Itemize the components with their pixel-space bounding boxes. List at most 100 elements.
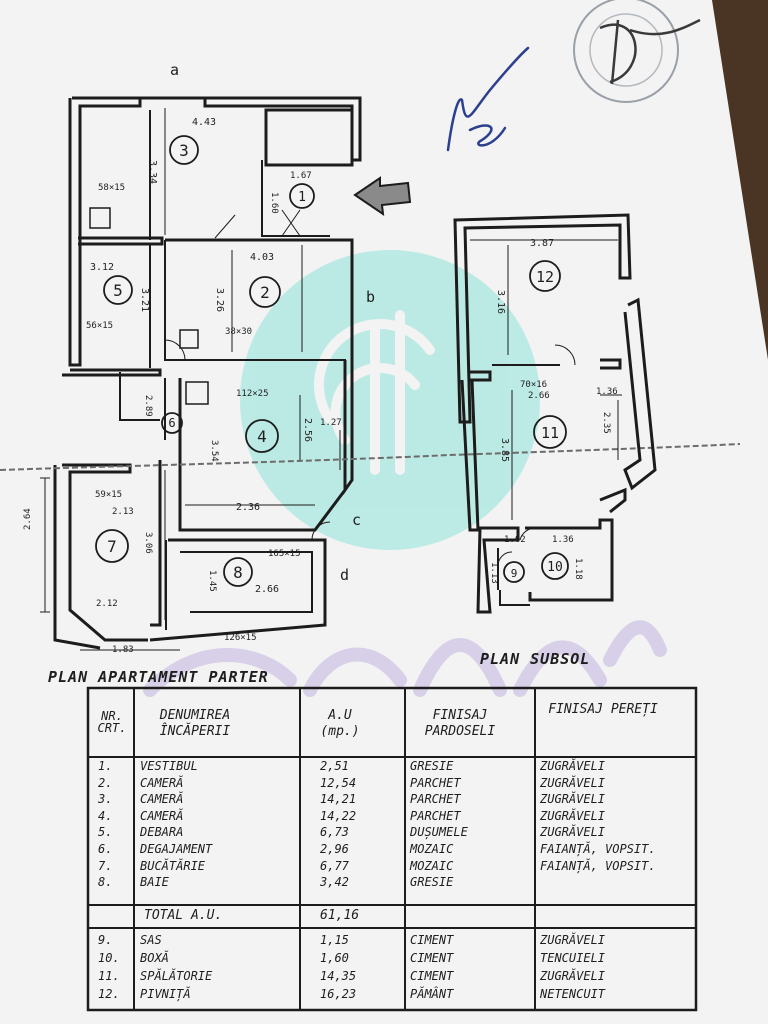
- dim-room7-height: 3.06: [143, 532, 153, 554]
- header-floor: FINISAJ PARDOSELI: [424, 708, 496, 739]
- dim-room7-outer: 2.64: [23, 508, 33, 530]
- cell-nr: 9.: [98, 933, 113, 947]
- dim-window-70x16: 70×16: [520, 380, 547, 390]
- cell-area: 1,60: [320, 951, 349, 965]
- dim-room2-width: 4.03: [250, 252, 274, 263]
- cell-nr: 6.: [98, 842, 113, 856]
- cell-area: 3,42: [320, 875, 349, 890]
- cell-nr: 5.: [98, 825, 113, 840]
- total-value: 61,16: [320, 908, 360, 923]
- room-number-8: 8: [233, 563, 243, 582]
- cell-nr: 10.: [98, 951, 120, 965]
- dim-room1-width: 1.67: [290, 171, 312, 181]
- dim-room3-height: 3.34: [147, 160, 158, 184]
- cell-walls: ZUGRĂVELI: [540, 792, 606, 807]
- cell-name: CAMERĂ: [140, 775, 184, 790]
- dim-1-83: 1.83: [112, 645, 134, 655]
- room-number-10: 10: [547, 560, 563, 575]
- cell-floor: GRESIE: [410, 759, 454, 773]
- cell-nr: 7.: [98, 858, 113, 873]
- cell-name: BUCĂTĂRIE: [140, 858, 206, 873]
- basement-dimension-labels: 3.87 3.16 70×16 2.66 1.36 3.85 2.35 1.02…: [489, 238, 618, 584]
- cell-name: BOXĂ: [140, 951, 169, 965]
- dim-room8-width: 2.66: [255, 584, 279, 595]
- ground-floor-walls: [53, 96, 362, 650]
- ground-room-markers: [95, 135, 315, 587]
- dim-window-56x15: 56×15: [86, 321, 113, 331]
- dim-room1-height: 1.60: [269, 192, 279, 214]
- room-number-2: 2: [260, 283, 270, 302]
- dim-room10-height: 1.18: [573, 558, 583, 580]
- room-number-9: 9: [511, 567, 518, 580]
- ground-dimension-labels: a b c d 4.43 3.34 58×15 1.67 1.60 4.03 3…: [23, 61, 375, 655]
- cell-floor: PARCHET: [410, 775, 461, 790]
- dim-chimney-38x30: 38×30: [225, 327, 252, 337]
- watermark-logo: [240, 250, 540, 550]
- header-nr: NR. CRT.: [97, 709, 127, 735]
- cell-nr: 4.: [98, 808, 113, 823]
- total-label: TOTAL A.U.: [144, 908, 223, 923]
- cell-walls: NETENCUIT: [540, 987, 606, 1001]
- header-walls: FINISAJ PEREȚI: [548, 702, 658, 717]
- dim-room7-bottom: 2.12: [96, 599, 118, 609]
- cell-area: 2,51: [320, 759, 349, 773]
- cell-name: CAMERĂ: [140, 808, 184, 823]
- cell-name: VESTIBUL: [140, 759, 198, 773]
- cell-nr: 8.: [98, 875, 113, 890]
- cell-nr: 11.: [98, 969, 120, 983]
- dim-room11-height: 3.85: [499, 438, 510, 462]
- dim-window-112x25: 112×25: [236, 389, 269, 399]
- cell-area: 16,23: [320, 987, 357, 1001]
- axis-label-d: d: [340, 566, 349, 584]
- cell-floor: GRESIE: [410, 875, 454, 890]
- cell-walls: ZUGRĂVELI: [540, 808, 606, 823]
- cell-floor: MOZAIC: [410, 842, 454, 856]
- watermark-text: [143, 620, 667, 697]
- dim-room4-depth: 3.54: [209, 440, 219, 462]
- room-number-7: 7: [107, 537, 117, 556]
- basement-walls: [453, 213, 657, 614]
- cell-area: 6,73: [320, 825, 349, 840]
- cell-floor: DUȘUMELE: [410, 825, 468, 840]
- cell-area: 14,21: [320, 792, 357, 807]
- dim-room3-width: 4.43: [192, 117, 216, 128]
- cell-floor: CIMENT: [410, 951, 454, 965]
- cell-nr: 3.: [98, 792, 113, 807]
- cell-area: 1,15: [320, 933, 349, 947]
- dimension-lines: [40, 108, 341, 651]
- header-area: A.U (mp.): [320, 708, 360, 739]
- rooms-table: NR. CRT. DENUMIREA ÎNCĂPERII A.U (mp.) F…: [88, 688, 696, 1010]
- cell-floor: PARCHET: [410, 792, 461, 807]
- basement-plan-title: PLAN SUBSOL: [480, 650, 591, 668]
- cell-name: DEBARA: [140, 825, 184, 840]
- dim-room11-side: 2.35: [601, 412, 611, 434]
- cell-walls: ZUGRĂVELI: [540, 933, 606, 947]
- room-number-1: 1: [298, 190, 306, 205]
- cell-floor: CIMENT: [410, 933, 454, 947]
- cell-area: 14,35: [320, 969, 357, 983]
- dim-window-58x15: 58×15: [98, 183, 125, 193]
- dim-room2-height: 3.26: [214, 288, 225, 312]
- room-number-5: 5: [113, 281, 123, 300]
- dim-room4-side: 1.27: [320, 418, 342, 428]
- axis-label-a: a: [170, 61, 179, 79]
- dim-room9-height: 1.13: [489, 562, 499, 584]
- entrance-arrow-icon: [353, 176, 412, 217]
- dim-window-59x15: 59×15: [95, 490, 122, 500]
- paper-fold-line: [0, 443, 741, 471]
- dim-room4-height: 2.56: [302, 418, 313, 442]
- cell-name: PIVNIȚĂ: [140, 987, 191, 1001]
- dim-room5-height: 3.21: [139, 288, 150, 312]
- basement-room-numbers: 12 11 10 9: [511, 268, 563, 580]
- handwritten-signature: [446, 46, 530, 152]
- cell-name: DEGAJAMENT: [140, 842, 213, 856]
- cell-name: BAIE: [140, 875, 169, 890]
- cell-walls: ZUGRĂVELI: [540, 969, 606, 983]
- basement-room-markers: [503, 260, 569, 583]
- dim-room6-height: 2.89: [143, 395, 153, 417]
- cell-walls: FAIANȚĂ, VOPSIT.: [540, 842, 656, 856]
- cell-area: 12,54: [320, 775, 357, 790]
- dim-room11-right: 1.36: [596, 387, 618, 397]
